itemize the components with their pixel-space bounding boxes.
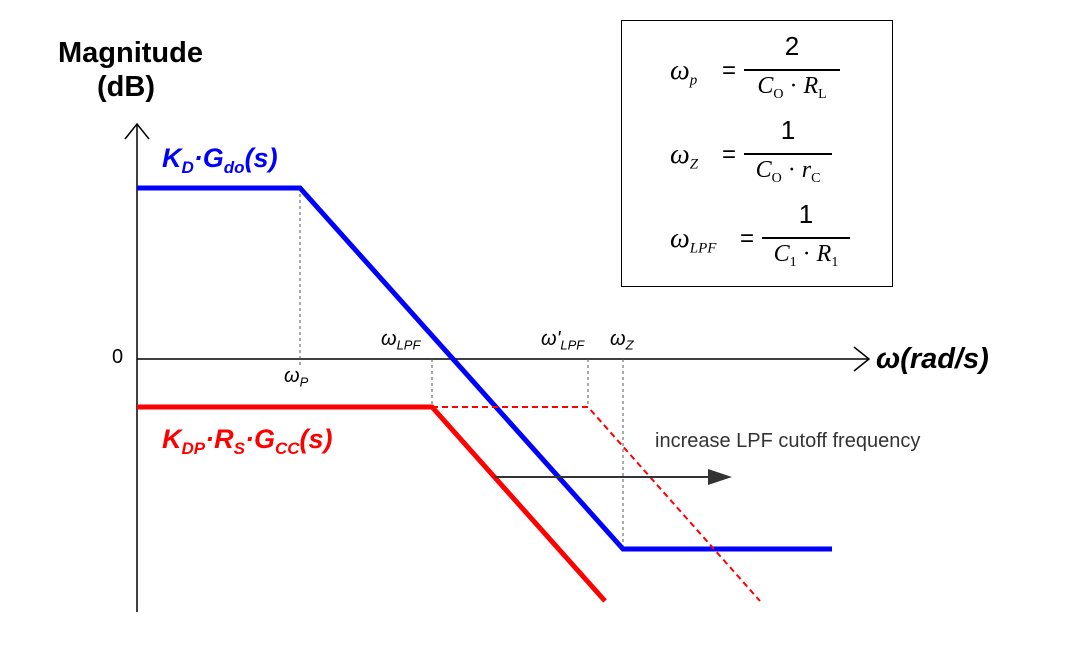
formula-omega-lpf-numerator: 1 <box>798 199 814 229</box>
y-axis-label-line1: Magnitude <box>58 37 203 69</box>
shift-arrow-head <box>708 469 732 485</box>
red-curve-label: KDP·RS·GCC(s) <box>162 424 333 458</box>
formula-omega-p-bar <box>744 69 840 71</box>
shift-annotation-text: increase LPF cutoff frequency <box>655 430 921 452</box>
tick-omega-lpf: ωLPF <box>381 328 421 353</box>
red-curve-shifted-dashed <box>432 406 761 602</box>
formula-omega-p-numerator: 2 <box>784 31 800 61</box>
formula-omega-lpf-bar <box>762 237 850 239</box>
formula-omega-lpf-denominator: C1 · R1 <box>773 241 839 270</box>
formula-omega-lpf-equals: = <box>740 225 755 252</box>
formula-omega-p-denominator: CO · RL <box>757 73 827 102</box>
formula-omega-z-equals: = <box>722 141 737 168</box>
tick-omega-lpf-prime: ω'LPF <box>541 328 585 353</box>
zero-label: 0 <box>112 346 124 368</box>
formula-omega-lpf: ωLPF = 1 C1 · R1 <box>622 197 892 277</box>
formula-omega-z-symbol: ωZ <box>670 139 699 173</box>
x-axis-label: ω(rad/s) <box>876 343 989 375</box>
formula-omega-p-symbol: ωp <box>670 55 698 89</box>
formula-omega-z-numerator: 1 <box>780 115 796 145</box>
y-axis-arrowhead <box>124 122 150 140</box>
formula-omega-z-denominator: CO · rC <box>755 157 821 186</box>
tick-omega-p: ωP <box>284 365 309 390</box>
formula-omega-p-equals: = <box>722 57 737 84</box>
formula-omega-z: ωZ = 1 CO · rC <box>622 113 892 193</box>
formula-omega-lpf-symbol: ωLPF <box>670 223 717 257</box>
blue-curve-line <box>137 185 832 552</box>
y-axis-label: Magnitude (dB) <box>58 36 203 104</box>
y-axis-label-line2: (dB) <box>97 71 155 103</box>
formula-omega-p: ωp = 2 CO · RL <box>622 29 892 109</box>
tick-omega-z: ωZ <box>610 328 634 353</box>
formula-omega-z-bar <box>744 153 832 155</box>
formula-box: ωp = 2 CO · RL ωZ = 1 CO · rC ωLPF = 1 C… <box>621 20 893 287</box>
x-axis-arrowhead <box>853 346 871 372</box>
blue-curve-label: KD·Gdo(s) <box>162 143 278 177</box>
